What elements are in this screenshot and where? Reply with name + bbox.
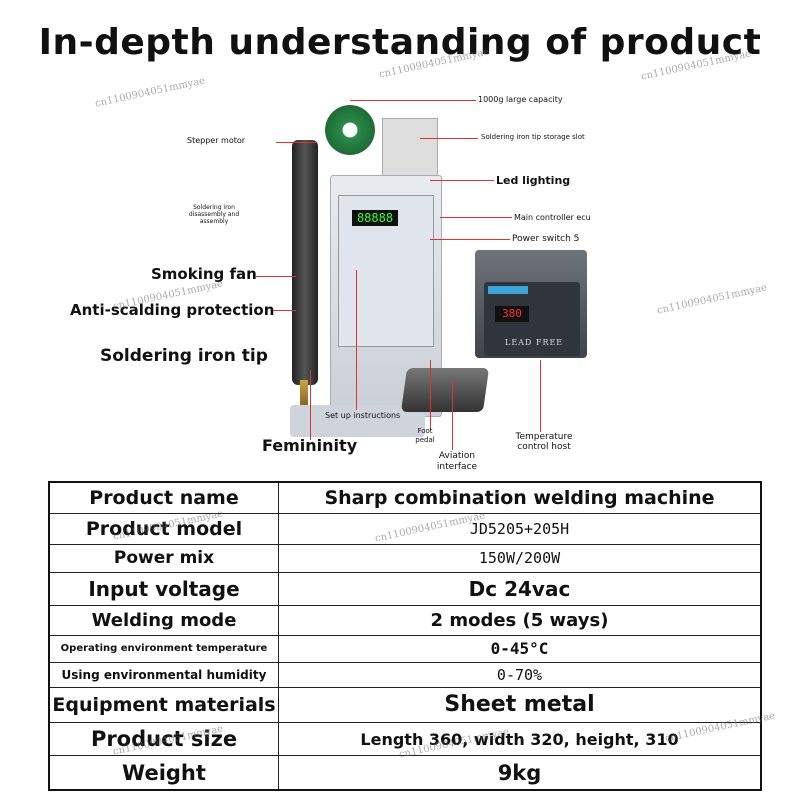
foot-pedal xyxy=(400,368,490,412)
table-row: Operating environment temperature 0-45°C xyxy=(48,634,762,663)
spec-value: 0-70% xyxy=(278,661,762,689)
label-main-controller: Main controller ecu xyxy=(514,213,591,222)
callout-line xyxy=(540,360,541,432)
spec-value: Dc 24vac xyxy=(278,571,762,607)
spec-value: 0-45°C xyxy=(278,634,762,663)
spec-value: 150W/200W xyxy=(278,543,762,573)
spec-key: Product model xyxy=(48,512,279,545)
callout-line xyxy=(276,142,316,143)
spec-key: Weight xyxy=(48,755,279,791)
table-row: Input voltage Dc 24vac xyxy=(48,571,762,607)
table-row: Welding mode 2 modes (5 ways) xyxy=(48,605,762,636)
tip-storage-slot xyxy=(382,118,438,180)
spec-value: Sheet metal xyxy=(278,687,762,723)
callout-line xyxy=(430,360,431,430)
label-iron-tip: Soldering iron tip xyxy=(100,346,268,366)
label-disassembly: Soldering iron disassembly and assembly xyxy=(188,204,240,225)
callout-line xyxy=(350,100,476,101)
controller-display: 88888 xyxy=(352,210,398,226)
label-capacity: 1000g large capacity xyxy=(478,95,563,104)
label-setup-instructions: Set up instructions xyxy=(325,411,401,420)
spec-value: Length 360, width 320, height, 310 xyxy=(278,721,762,757)
label-power-switch: Power switch 5 xyxy=(512,234,580,244)
label-aviation: Aviation interface xyxy=(436,451,478,472)
label-foot-pedal: Foot pedal xyxy=(415,427,435,444)
callout-line xyxy=(256,276,296,277)
callout-line xyxy=(420,138,478,139)
host-lead-free-badge: LEAD FREE xyxy=(505,338,564,347)
product-illustration: 88888 380 LEAD FREE 1000g large capacity… xyxy=(0,70,800,480)
label-tip-storage: Soldering iron tip storage slot xyxy=(481,133,585,141)
spec-table: Product name Sharp combination welding m… xyxy=(48,481,762,791)
table-row: Product size Length 360, width 320, heig… xyxy=(48,721,762,757)
label-temp-host: Temperature control host xyxy=(515,432,573,452)
spec-key: Using environmental humidity xyxy=(48,661,279,689)
table-row: Power mix 150W/200W xyxy=(48,543,762,573)
callout-line xyxy=(356,270,357,410)
label-stepper-motor: Stepper motor xyxy=(187,136,246,145)
callout-line xyxy=(430,180,494,181)
callout-line xyxy=(452,380,453,450)
label-smoking-fan: Smoking fan xyxy=(151,265,257,283)
callout-line xyxy=(430,239,510,240)
spec-key: Equipment materials xyxy=(48,687,279,723)
spec-value: Sharp combination welding machine xyxy=(278,481,762,514)
solder-reel xyxy=(325,105,375,155)
table-row: Weight 9kg xyxy=(48,755,762,791)
page-title: In-depth understanding of product xyxy=(38,22,762,63)
table-row: Equipment materials Sheet metal xyxy=(48,687,762,723)
table-row: Product name Sharp combination welding m… xyxy=(48,481,762,514)
soldering-iron-arm xyxy=(292,140,318,385)
table-row: Product model JD5205+205H xyxy=(48,512,762,545)
label-led-lighting: Led lighting xyxy=(496,174,571,187)
spec-key: Operating environment temperature xyxy=(48,634,279,663)
spec-value: 2 modes (5 ways) xyxy=(278,605,762,636)
spec-key: Input voltage xyxy=(48,571,279,607)
label-femininity: Femininity xyxy=(262,436,358,455)
spec-value: 9kg xyxy=(278,755,762,791)
host-display: 380 xyxy=(495,306,529,322)
soldering-iron-tip xyxy=(300,380,308,410)
table-row: Using environmental humidity 0-70% xyxy=(48,661,762,689)
spec-key: Power mix xyxy=(48,543,279,573)
spec-key: Welding mode xyxy=(48,605,279,636)
spec-value: JD5205+205H xyxy=(278,512,762,545)
spec-key: Product size xyxy=(48,721,279,757)
host-brand-strip xyxy=(488,286,528,294)
spec-key: Product name xyxy=(48,481,279,514)
callout-line xyxy=(310,370,311,440)
callout-line xyxy=(272,310,296,311)
callout-line xyxy=(440,217,512,218)
label-anti-scalding: Anti-scalding protection xyxy=(70,301,275,319)
